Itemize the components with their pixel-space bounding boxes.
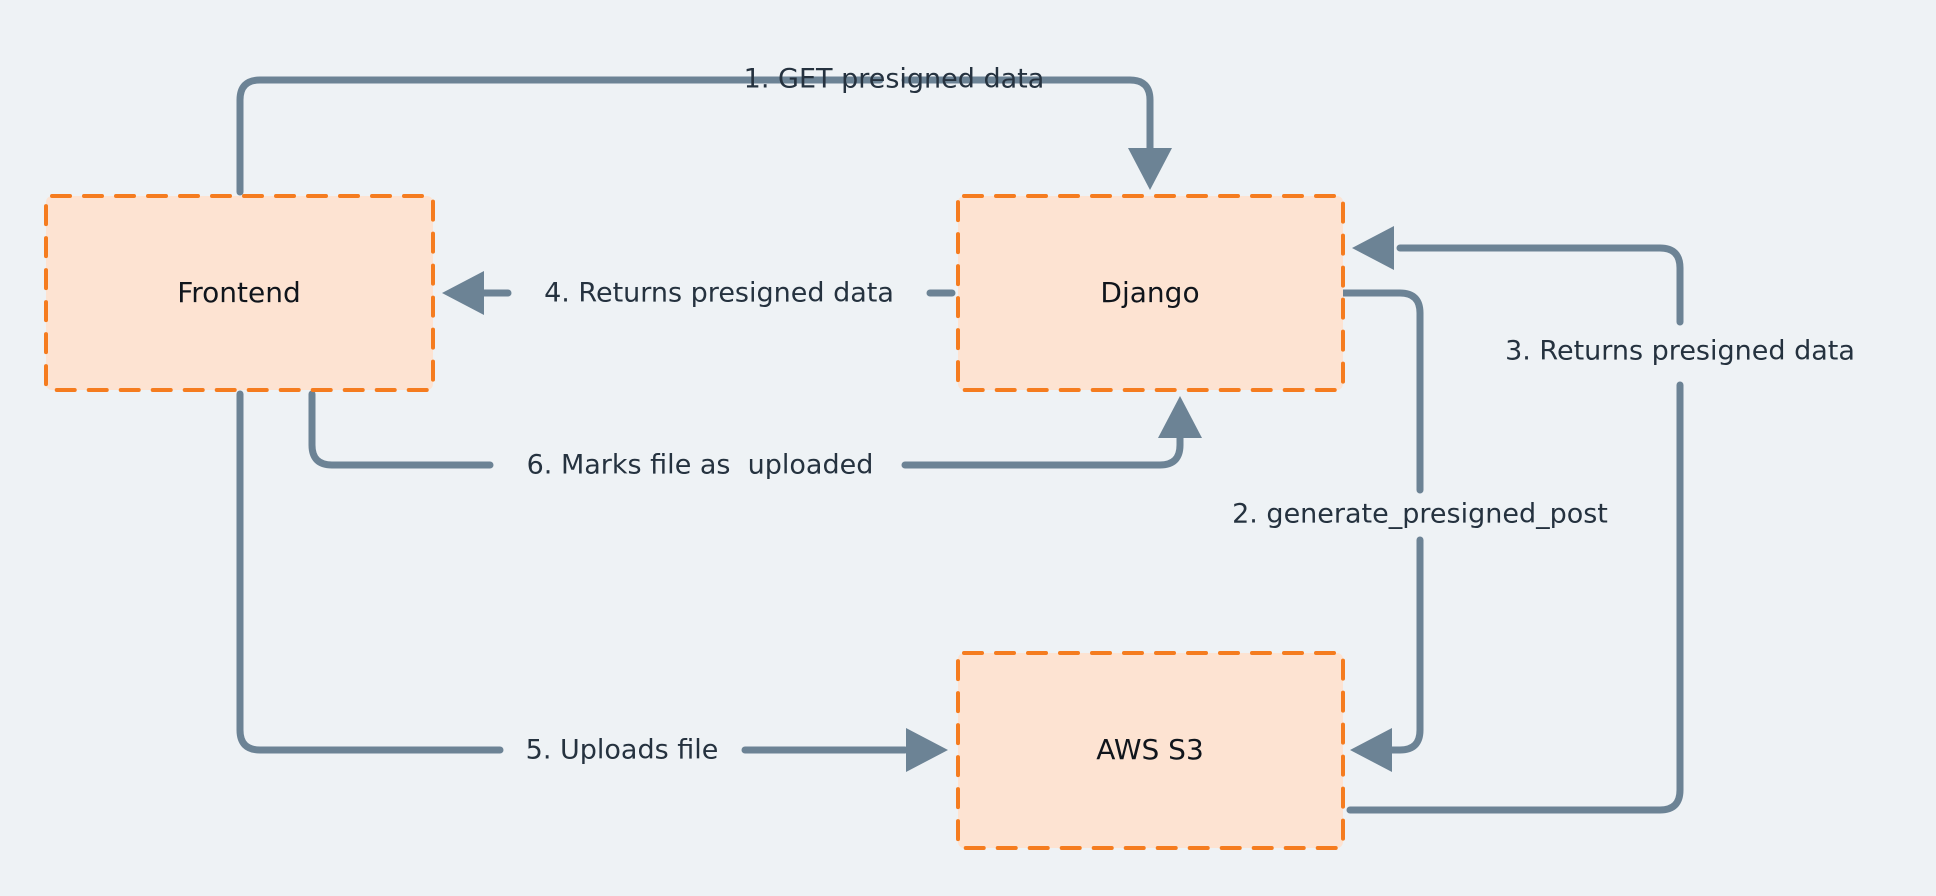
edge-5-line-left — [236, 390, 504, 754]
edge-returns-presigned-data-to-django: 3. Returns presigned data — [1346, 226, 1855, 814]
edge-2-line-upper — [1339, 289, 1424, 494]
edge-3-line-upper — [1396, 244, 1684, 326]
edge-2-arrowhead — [1350, 728, 1392, 772]
edge-1-line-right — [901, 76, 1154, 154]
edge-5-label: 5. Uploads file — [526, 735, 719, 766]
edge-get-presigned-data: 1. GET presigned data — [236, 64, 1172, 196]
edge-2-label: 2. generate_presigned_post — [1232, 499, 1608, 530]
edge-6-line-right — [901, 434, 1184, 469]
edge-6-label: 6. Marks file as uploaded — [527, 450, 874, 481]
edge-4-arrowhead — [442, 271, 484, 315]
edge-3-line-lower — [1346, 381, 1684, 814]
node-aws-s3[interactable]: AWS S3 — [956, 651, 1345, 850]
edge-marks-file-as-uploaded: 6. Marks file as uploaded — [308, 390, 1202, 481]
node-django-box[interactable] — [956, 194, 1345, 392]
edge-6-arrowhead — [1158, 396, 1202, 438]
edge-5-arrowhead — [906, 728, 948, 772]
node-frontend[interactable]: Frontend — [44, 194, 435, 392]
edge-uploads-file: 5. Uploads file — [236, 390, 948, 772]
edge-1-label: 1. GET presigned data — [744, 64, 1045, 95]
node-frontend-label: Frontend — [177, 276, 301, 309]
edge-generate-presigned-post: 2. generate_presigned_post — [1232, 289, 1608, 772]
edge-4-label: 4. Returns presigned data — [544, 278, 894, 309]
edge-6-line-left — [308, 390, 494, 469]
node-django[interactable]: Django — [956, 194, 1345, 392]
node-aws-s3-label: AWS S3 — [1096, 733, 1204, 766]
edge-3-arrowhead — [1352, 226, 1394, 270]
edge-1-arrowhead — [1128, 148, 1172, 190]
edge-1-line — [236, 76, 884, 196]
node-aws-s3-box[interactable] — [956, 651, 1345, 850]
edge-3-label: 3. Returns presigned data — [1505, 336, 1855, 367]
edge-2-line-lower — [1388, 536, 1424, 754]
edge-returns-presigned-data-to-frontend: 4. Returns presigned data — [442, 271, 956, 315]
node-frontend-box[interactable] — [44, 194, 435, 392]
node-django-label: Django — [1100, 276, 1199, 309]
